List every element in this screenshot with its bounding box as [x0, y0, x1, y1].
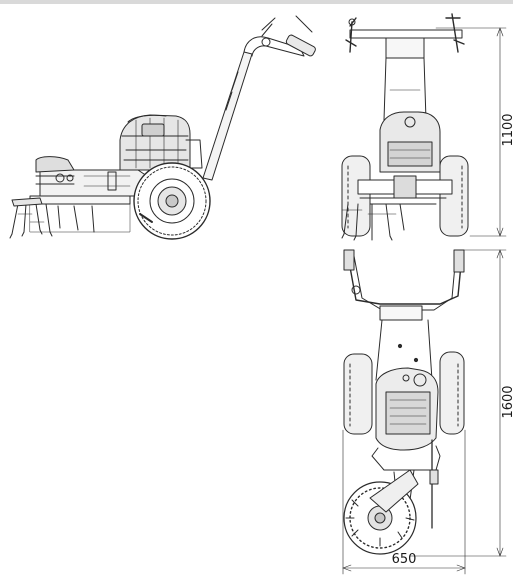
top-rule	[0, 0, 513, 4]
top-view-engine	[375, 367, 439, 451]
front-view-axle	[357, 175, 453, 205]
side-view	[9, 15, 316, 240]
side-view-teeth	[9, 197, 95, 239]
side-view-engine	[119, 114, 203, 171]
dimension-height-label: 1100	[501, 113, 513, 146]
front-view-left-wheel	[341, 155, 371, 237]
top-view-cutting-disc	[343, 469, 419, 555]
top-view-handlebar	[343, 249, 465, 321]
top-view-right-wheel	[439, 351, 465, 435]
side-view-chassis	[29, 156, 151, 233]
dimension-length-label: 1600	[501, 385, 513, 418]
dimension-height	[435, 27, 507, 237]
front-view-teeth	[341, 203, 405, 241]
side-view-wheel	[133, 162, 211, 240]
side-view-handle	[202, 15, 316, 181]
front-view-handlebar	[345, 13, 465, 59]
front-view-column	[383, 57, 427, 121]
front-view-engine	[379, 111, 441, 173]
top-view	[343, 249, 465, 555]
dimension-width-label: 650	[392, 552, 417, 567]
dimension-width	[342, 429, 466, 575]
dimension-length	[409, 249, 507, 557]
front-view	[341, 13, 469, 241]
top-view-left-wheel	[343, 353, 373, 435]
top-view-column	[375, 319, 433, 381]
front-view-right-wheel	[439, 155, 469, 237]
